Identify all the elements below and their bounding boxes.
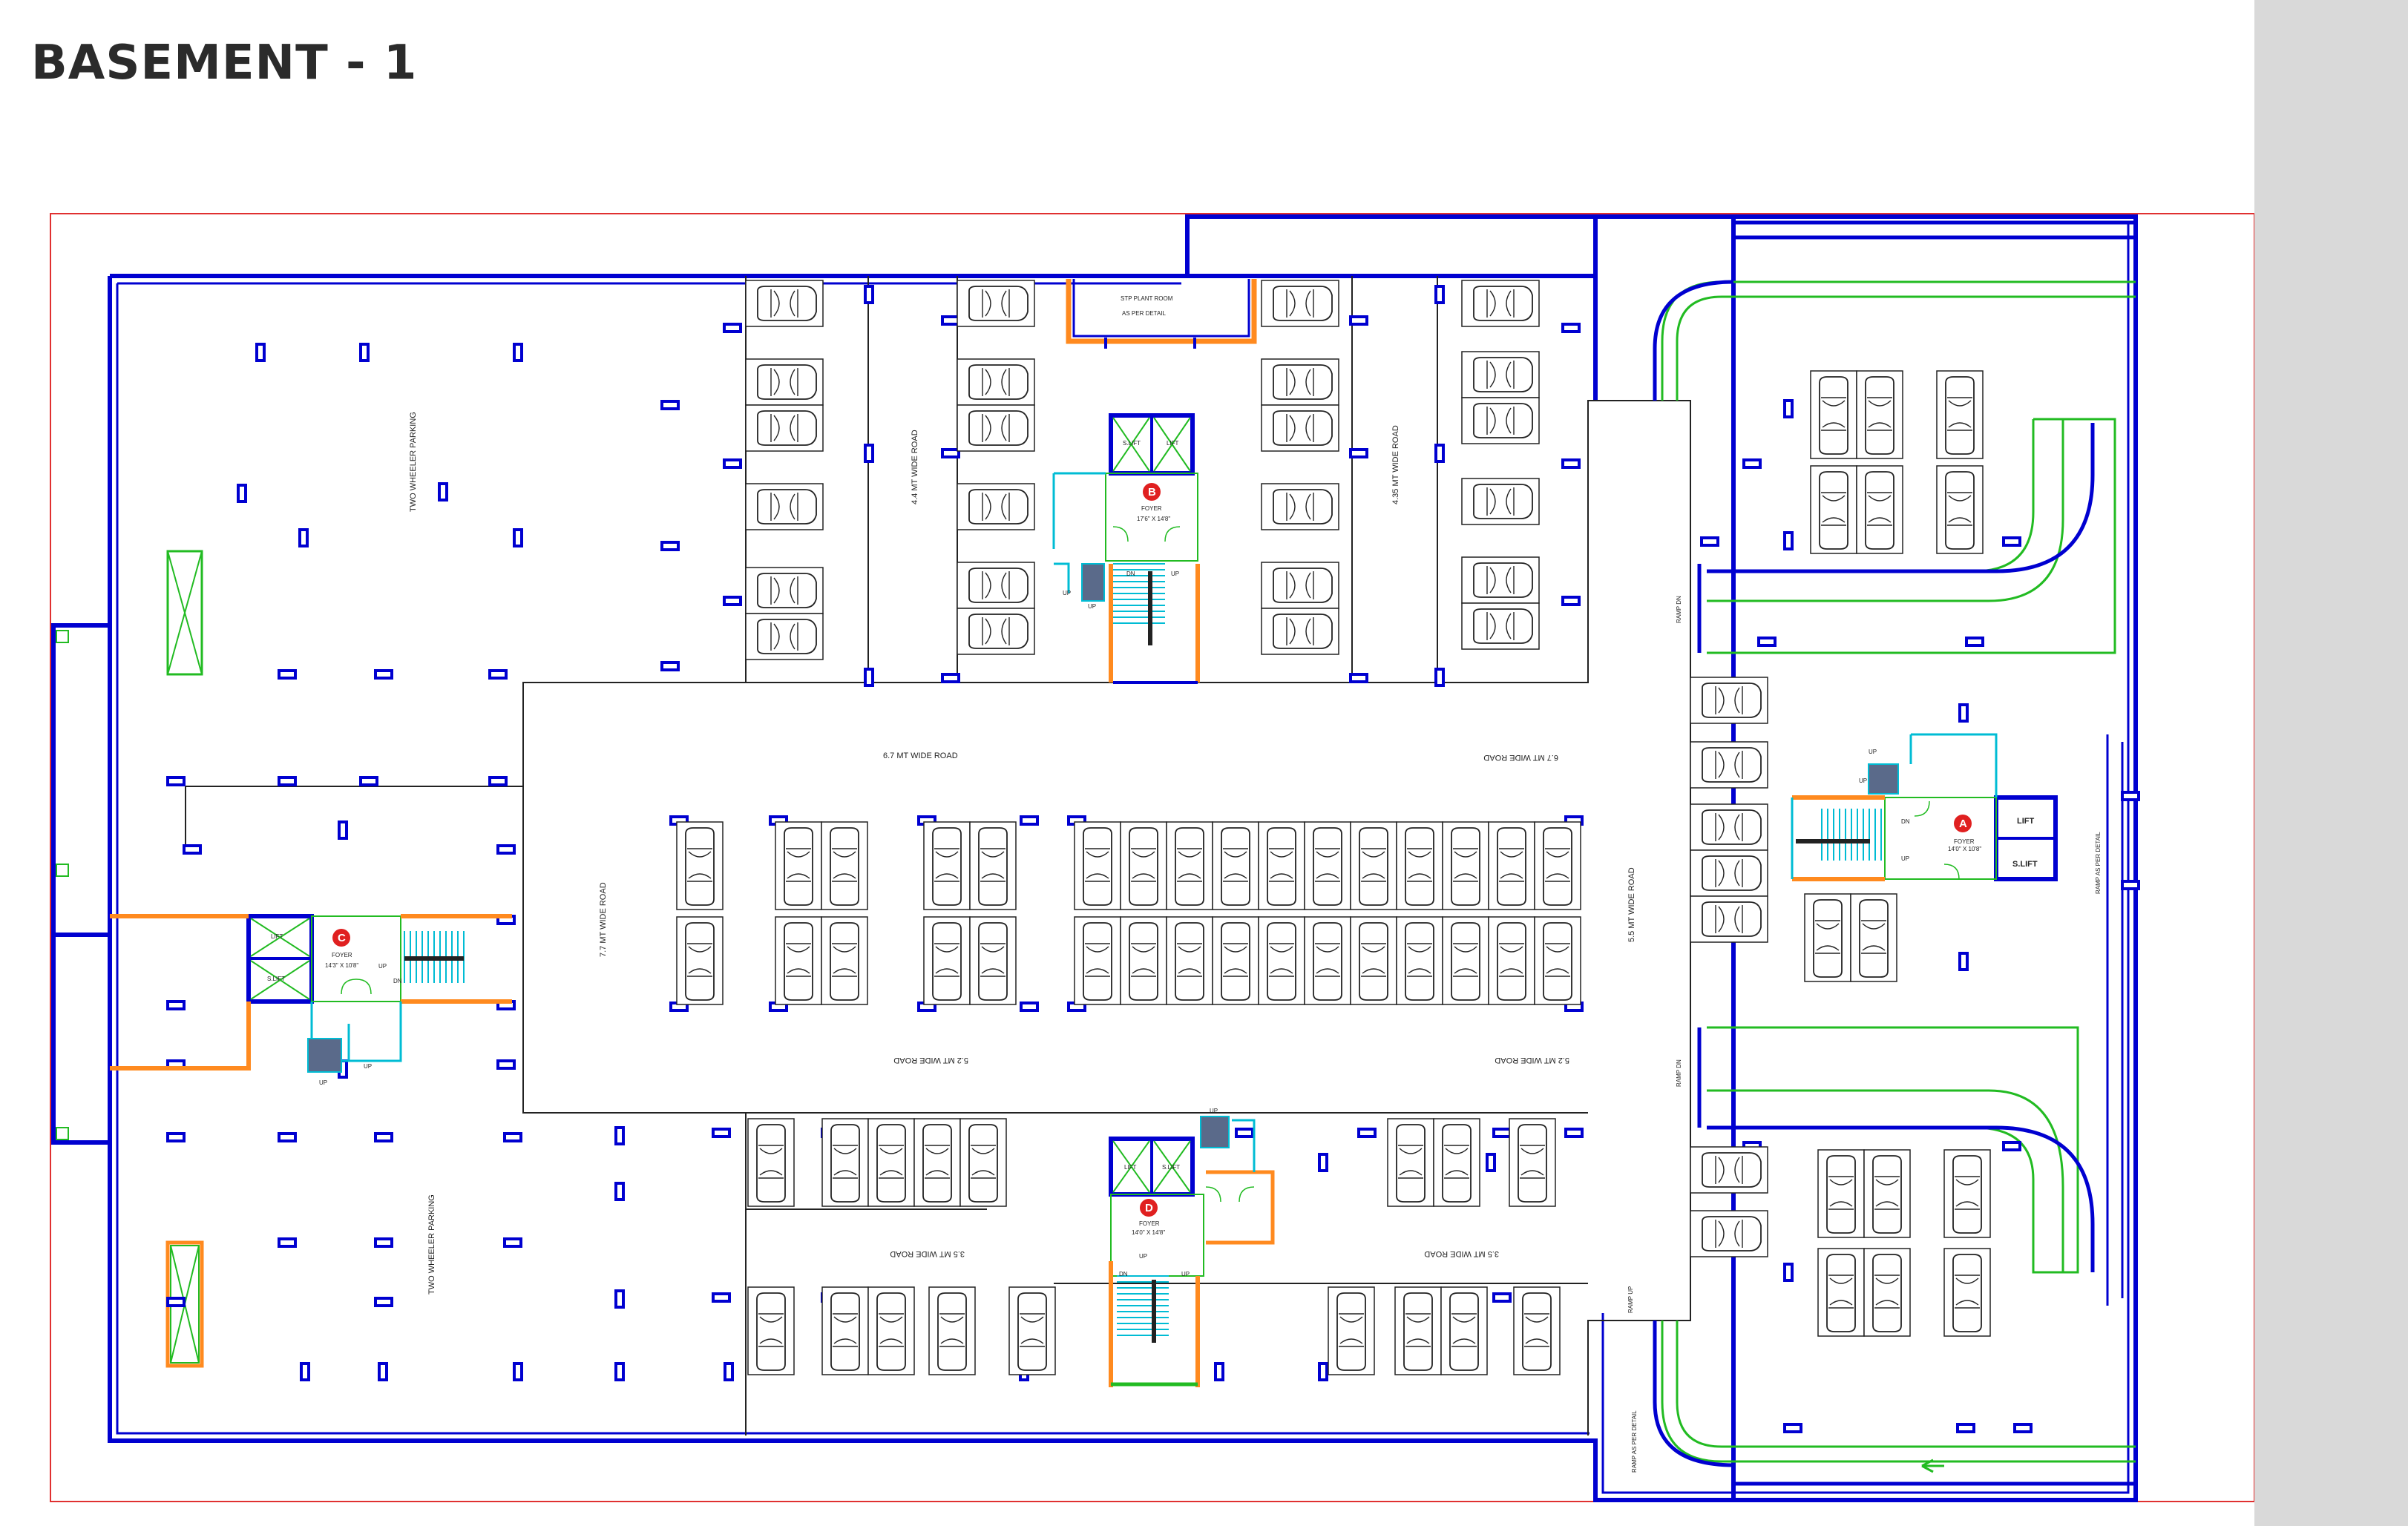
core-b-up-stair: UP bbox=[1088, 603, 1096, 610]
road-67-right-label: 6.7 MT WIDE ROAD bbox=[1483, 753, 1558, 762]
core-a bbox=[1791, 733, 2058, 881]
road-67-left-label: 6.7 MT WIDE ROAD bbox=[883, 752, 958, 760]
road-52-right-label: 5.2 MT WIDE ROAD bbox=[1495, 1056, 1569, 1065]
core-b-size: 17'6" X 14'8" bbox=[1137, 516, 1170, 522]
core-d-marker: D bbox=[1145, 1202, 1153, 1214]
stp-plant-room bbox=[1066, 279, 1257, 349]
right-margin-panel bbox=[2254, 0, 2408, 1526]
core-c-marker: C bbox=[338, 932, 346, 944]
two-wheeler-racks bbox=[56, 550, 204, 1368]
core-c-up-right: UP bbox=[364, 1063, 372, 1070]
core-b-up-left: UP bbox=[1063, 590, 1071, 596]
two-wheeler-bottom-label: TWO WHEELER PARKING bbox=[427, 1194, 436, 1295]
core-a-up-bottom: UP bbox=[1901, 855, 1909, 862]
road-35-left-label: 3.5 MT WIDE ROAD bbox=[890, 1249, 965, 1258]
core-d-up-top: UP bbox=[1210, 1108, 1218, 1114]
ramp-rails bbox=[1653, 220, 2133, 1486]
door-swings bbox=[341, 526, 1960, 1203]
ramp-detail-bottom-label: RAMP AS PER DETAIL bbox=[1631, 1410, 1638, 1473]
parking-bays-central bbox=[676, 821, 1581, 1005]
core-a-up-top: UP bbox=[1869, 749, 1877, 755]
core-d-dn: DN bbox=[1119, 1271, 1128, 1277]
core-b-slift-label: S.LIFT bbox=[1123, 440, 1141, 447]
core-c-foyer-label: FOYER bbox=[332, 952, 352, 958]
road-52-left-label: 5.2 MT WIDE ROAD bbox=[893, 1056, 968, 1065]
road-435-label: 4.35 MT WIDE ROAD bbox=[1391, 425, 1400, 504]
core-d-lift-label: LIFT bbox=[1124, 1164, 1137, 1171]
core-c bbox=[110, 914, 512, 1073]
site-boundary bbox=[50, 213, 2254, 1502]
plan-labels: STP PLANT ROOM AS PER DETAIL TWO WHEELER… bbox=[267, 295, 2102, 1473]
core-b bbox=[1052, 413, 1200, 684]
road-77-label: 7.7 MT WIDE ROAD bbox=[599, 882, 608, 957]
core-a-slift-label: S.LIFT bbox=[2012, 860, 2038, 869]
stp-room-label: STP PLANT ROOM bbox=[1121, 295, 1173, 302]
core-b-lift-label: LIFT bbox=[1167, 440, 1179, 447]
core-a-foyer-label: FOYER bbox=[1954, 838, 1975, 845]
stp-detail-label: AS PER DETAIL bbox=[1122, 310, 1167, 317]
core-a-dn: DN bbox=[1901, 818, 1910, 825]
road-44-label: 4.4 MT WIDE ROAD bbox=[911, 430, 919, 504]
basement-floor-plan: STP PLANT ROOM AS PER DETAIL TWO WHEELER… bbox=[50, 213, 2254, 1502]
ramp-detail-right-label: RAMP AS PER DETAIL bbox=[2095, 832, 2102, 894]
parking-bays-top bbox=[745, 280, 1540, 660]
core-b-up-right: UP bbox=[1171, 570, 1179, 577]
core-d-up-mid: UP bbox=[1139, 1253, 1147, 1260]
ramp-up-label: RAMP UP bbox=[1627, 1286, 1634, 1313]
core-c-lift-label: LIFT bbox=[271, 933, 283, 940]
road-35-right-label: 3.5 MT WIDE ROAD bbox=[1424, 1249, 1499, 1258]
core-c-dn: DN bbox=[393, 978, 402, 984]
core-c-up-bottom: UP bbox=[319, 1079, 327, 1086]
core-a-up-left: UP bbox=[1859, 777, 1867, 784]
core-d bbox=[1109, 1116, 1275, 1387]
core-a-marker: A bbox=[1959, 818, 1967, 830]
core-d-slift-label: S.LIFT bbox=[1162, 1164, 1180, 1171]
core-c-slift-label: S.LIFT bbox=[267, 976, 285, 982]
ramp-dn-top-label: RAMP DN bbox=[1676, 596, 1682, 623]
core-d-foyer-label: FOYER bbox=[1139, 1220, 1160, 1227]
two-wheeler-top-label: TWO WHEELER PARKING bbox=[409, 412, 418, 512]
core-d-up-right: UP bbox=[1181, 1271, 1190, 1277]
page-title: BASEMENT - 1 bbox=[31, 36, 418, 91]
core-c-size: 14'3" X 10'8" bbox=[325, 962, 358, 969]
core-a-size: 14'0" X 10'8" bbox=[1948, 846, 1981, 852]
core-b-foyer-label: FOYER bbox=[1141, 505, 1162, 512]
core-a-lift-label: LIFT bbox=[2017, 817, 2034, 826]
core-c-up-top: UP bbox=[378, 963, 387, 970]
core-b-marker: B bbox=[1148, 486, 1156, 499]
core-b-dn: DN bbox=[1126, 570, 1135, 577]
ramp-dn-bottom-label: RAMP DN bbox=[1676, 1059, 1682, 1087]
road-55-label: 5.5 MT WIDE ROAD bbox=[1627, 867, 1636, 942]
core-d-size: 14'0" X 14'8" bbox=[1132, 1229, 1165, 1236]
